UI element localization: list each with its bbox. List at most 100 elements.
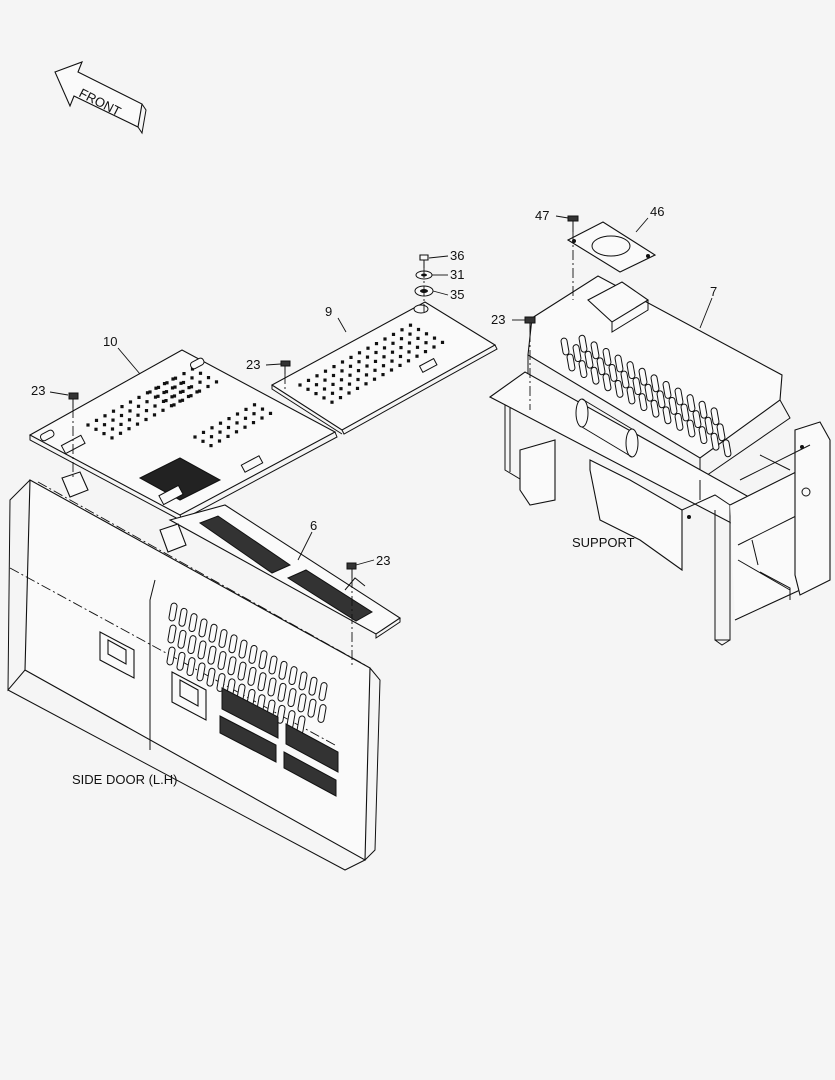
hole xyxy=(195,390,199,394)
hole xyxy=(235,421,239,425)
hole xyxy=(118,431,123,435)
vent-slot xyxy=(698,426,708,445)
vent-slot xyxy=(578,334,588,353)
vent-slot xyxy=(268,655,278,675)
hole xyxy=(364,382,368,386)
vent-slot xyxy=(277,682,287,702)
vent-slot xyxy=(166,646,176,666)
hole xyxy=(331,382,335,386)
hole xyxy=(390,350,395,354)
vent-slot xyxy=(662,380,672,399)
hole xyxy=(383,337,387,341)
vent-slot xyxy=(608,363,618,382)
callout-31: 31 xyxy=(450,267,464,282)
hole xyxy=(102,432,106,436)
hole xyxy=(161,399,166,403)
vent-slot xyxy=(674,387,684,406)
hole xyxy=(244,407,248,411)
vent-slot xyxy=(680,403,690,422)
hole xyxy=(186,394,191,399)
hole xyxy=(357,360,361,364)
hole xyxy=(102,423,107,427)
vent-slot xyxy=(176,651,186,671)
vent-slot xyxy=(572,344,582,363)
hole xyxy=(148,390,152,394)
vent-slot xyxy=(258,650,268,670)
hole xyxy=(372,377,377,381)
hole xyxy=(407,341,412,345)
callout-23-plate9: 23 xyxy=(246,357,260,372)
hole xyxy=(156,394,160,398)
vent-slot xyxy=(590,366,600,385)
vent-slot xyxy=(276,704,286,724)
hole xyxy=(181,380,186,385)
hole xyxy=(366,346,370,350)
hole xyxy=(322,387,327,391)
vent-slot xyxy=(632,377,642,396)
hole xyxy=(110,427,115,431)
hole xyxy=(374,350,378,355)
hole xyxy=(268,411,273,415)
hole xyxy=(339,378,344,382)
hole xyxy=(201,439,205,443)
vent-slot xyxy=(206,667,216,687)
vent-slot xyxy=(208,623,218,643)
bolt-23-cover xyxy=(524,316,536,332)
hole xyxy=(390,359,394,363)
hole xyxy=(94,418,99,422)
hole xyxy=(180,398,185,402)
hole xyxy=(169,404,174,408)
hole xyxy=(206,384,210,389)
hole xyxy=(408,323,413,327)
vent-slot xyxy=(566,353,576,372)
hole xyxy=(391,332,396,336)
hole xyxy=(424,341,428,345)
hole xyxy=(356,377,360,382)
vent-slot xyxy=(238,639,248,659)
hole xyxy=(416,327,421,332)
hole xyxy=(306,387,310,391)
hole xyxy=(162,390,166,395)
bracket-6 xyxy=(168,504,402,639)
hole xyxy=(137,395,141,399)
hole xyxy=(164,399,168,403)
callout-23-cover: 23 xyxy=(491,312,505,327)
hole xyxy=(214,380,219,384)
vent-slot xyxy=(584,350,594,369)
vent-slot xyxy=(692,410,702,429)
hole xyxy=(340,369,344,373)
hole xyxy=(198,371,203,375)
vent-slot xyxy=(198,618,208,638)
hole xyxy=(235,412,240,416)
hole xyxy=(206,376,211,380)
vent-slot xyxy=(668,396,678,415)
vent-slot xyxy=(247,666,257,686)
hole xyxy=(103,414,107,418)
hole xyxy=(127,418,132,422)
hole xyxy=(171,377,175,381)
hole xyxy=(424,332,429,336)
hole xyxy=(178,390,183,394)
vent-slot xyxy=(626,361,636,380)
vent-slot xyxy=(297,693,307,713)
hole xyxy=(407,350,411,354)
hole xyxy=(111,409,116,413)
hole xyxy=(252,412,256,416)
hole xyxy=(381,373,385,377)
hole xyxy=(144,409,149,413)
hole xyxy=(198,380,202,384)
vent-slot xyxy=(186,657,196,677)
vent-slot xyxy=(686,394,696,413)
hole xyxy=(173,385,177,389)
vent-slot xyxy=(228,634,238,654)
hole xyxy=(356,369,361,373)
bolt-23-plate10 xyxy=(68,392,79,408)
hole xyxy=(251,421,256,425)
hole xyxy=(218,430,222,434)
hole xyxy=(190,376,194,380)
bolt-47 xyxy=(567,215,579,232)
hole xyxy=(226,434,230,438)
hole xyxy=(423,350,428,354)
hole xyxy=(347,382,352,386)
cover-7 xyxy=(527,275,791,481)
